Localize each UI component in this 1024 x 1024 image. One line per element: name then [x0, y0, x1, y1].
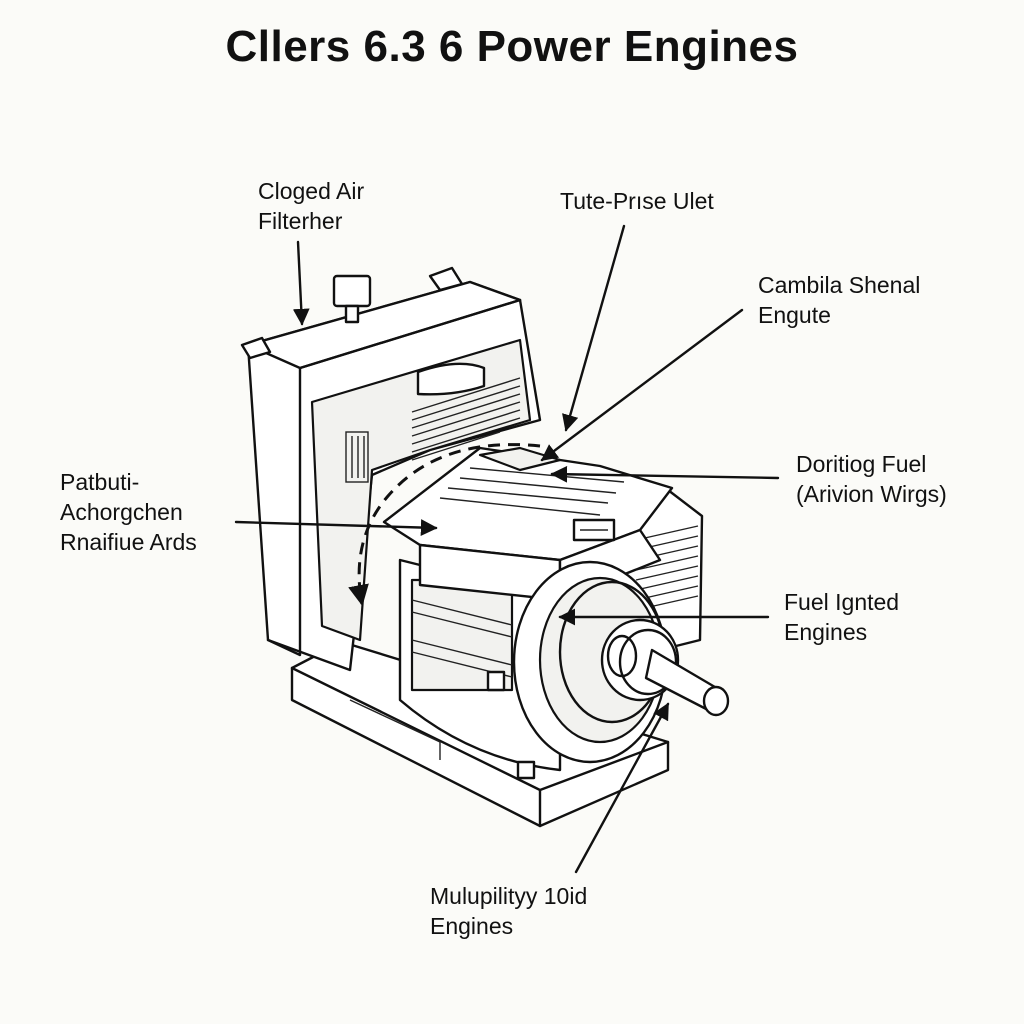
output-shaft: [600, 618, 730, 717]
callout-line: Filterher: [258, 208, 343, 234]
arrow-cambila: [540, 308, 744, 462]
callout-line: Rnaifiue Ards: [60, 529, 197, 555]
callout-fuel-ignted: Fuel Ignted Engines: [784, 587, 899, 647]
callout-line: Fuel Ignted: [784, 589, 900, 615]
callout-doritiog-fuel: Doritiog Fuel (Arivion Wirgs): [796, 449, 947, 509]
callout-tute-prese-ulet: Tute-Prıse Ulet: [560, 186, 714, 216]
diagram-title: Cllers 6.3 6 Power Engines: [225, 22, 799, 71]
callout-line: Engute: [758, 302, 831, 328]
flow-path: [348, 443, 541, 607]
callout-patbuti: Patbuti- Achorgchen Rnaifiue Ards: [60, 467, 197, 557]
callout-line: Engines: [430, 913, 514, 939]
arrow-air-filter: [292, 240, 310, 326]
arrow-tute-prese: [562, 224, 626, 432]
cylinder-housing: [398, 558, 562, 780]
callout-clogged-air-filter: Cloged Air Filterher: [258, 176, 364, 236]
callout-line: Cloged Air: [258, 178, 365, 204]
radiator-block: [240, 266, 542, 672]
leader-lines: [234, 224, 780, 874]
callout-mulupilityy: Mulupilityy 10id Engines: [430, 881, 587, 941]
callout-line: Engines: [784, 619, 868, 645]
radiator-grille: [345, 377, 521, 483]
air-filter-cap: [332, 274, 372, 324]
callout-line: Achorgchen: [60, 499, 183, 525]
callout-line: Tute-Prıse Ulet: [560, 188, 714, 214]
callout-line: Patbuti-: [60, 469, 140, 495]
arrow-doritiog: [550, 465, 780, 483]
callout-line: Doritiog Fuel: [796, 451, 927, 477]
callout-line: (Arivion Wirgs): [796, 481, 947, 507]
callout-cambila-shenal: Cambila Shenal Engute: [758, 270, 920, 330]
callout-line: Mulupilityy 10id: [430, 883, 588, 909]
arrow-patbuti: [234, 519, 438, 536]
arrow-mulupilityy: [574, 702, 670, 874]
callout-line: Cambila Shenal: [758, 272, 921, 298]
flywheel: [512, 560, 668, 764]
